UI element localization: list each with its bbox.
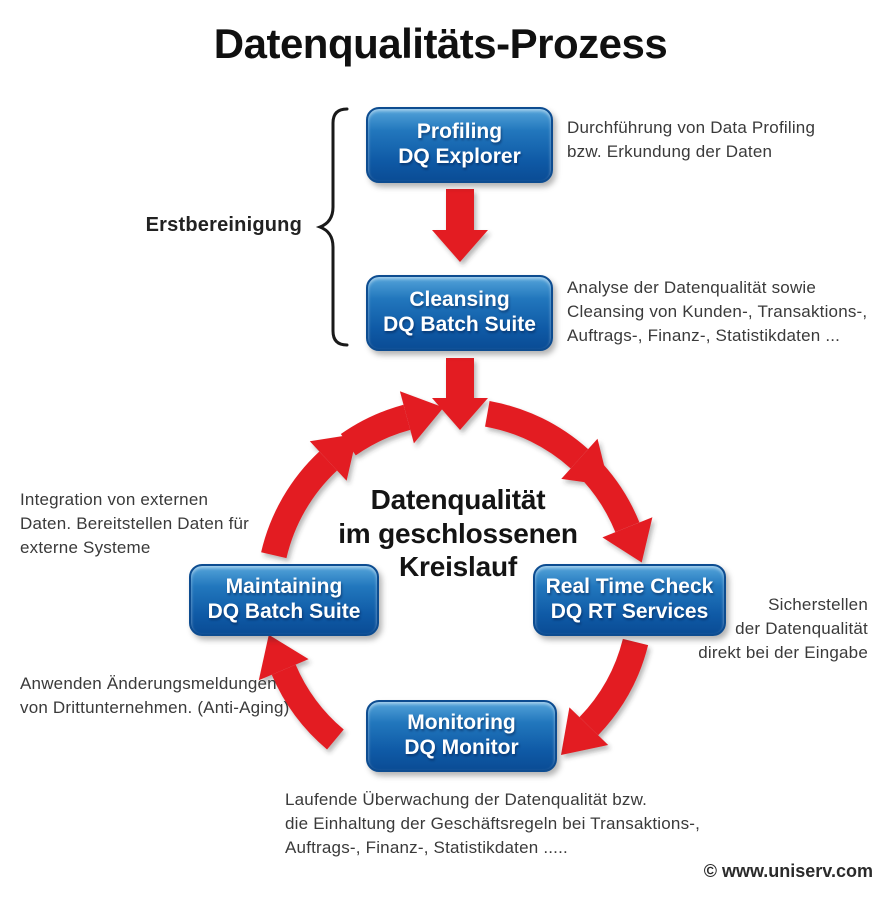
cycle-arc-right-icon [583,463,640,533]
erstbereinigung-label: Erstbereinigung [145,214,302,236]
cycle-arc-upper-left-icon [340,404,411,456]
arrow-down-profiling-to-cleansing-icon [432,189,488,262]
page-title: Datenqualitäts-Prozess [213,20,668,67]
arrow-down-cleansing-to-cycle-icon [432,358,488,430]
erstbereinigung-brace [315,107,349,347]
cycle-arc-lower-right-icon [579,638,649,736]
process-box-monitoring: Monitoring DQ Monitor [366,700,557,772]
process-box-title: Profiling [416,120,503,144]
process-box-title: Monitoring [407,711,516,735]
process-box-cleansing: Cleansing DQ Batch Suite [366,275,553,351]
cycle-arrowhead-left-icon [309,433,358,481]
process-box-title: Real Time Check [545,575,714,599]
copyright-text: © www.uniserv.com [703,861,873,881]
process-box-subtitle: DQ Explorer [398,145,521,168]
process-box-title: Cleansing [409,288,510,312]
process-box-profiling: Profiling DQ Explorer [366,107,553,183]
process-box-maintaining: Maintaining DQ Batch Suite [189,564,379,636]
note-real-time-check: Sicherstellen der Datenqualität direkt b… [698,595,868,663]
cycle-arrowhead-right-icon [602,517,653,563]
cycle-arc-upper-right-icon [484,400,589,469]
process-box-subtitle: DQ Batch Suite [207,600,361,623]
cycle-arrowhead-upper-left-icon [399,391,444,444]
cycle-arc-left-icon [261,451,338,559]
cycle-arrowhead-lower-left-icon [258,634,309,681]
cycle-arc-lower-left-icon [271,664,344,750]
process-box-subtitle: DQ Batch Suite [383,313,536,336]
note-maintaining: Integration von externen Daten. Bereitst… [20,490,250,558]
process-box-subtitle: DQ Monitor [404,736,519,759]
note-cleansing: Analyse der Datenqualität sowie Cleansin… [567,278,868,346]
note-anti-aging: Anwenden Änderungsmeldungen von Drittunt… [20,674,290,718]
cycle-arrowhead-lower-right-icon [561,707,609,755]
note-monitoring: Laufende Überwachung der Datenqualität b… [285,790,701,858]
note-profiling: Durchführung von Data Profiling bzw. Erk… [567,118,816,162]
process-box-real-time-check: Real Time Check DQ RT Services [533,564,726,636]
process-box-title: Maintaining [225,575,343,599]
red-arrows-group [258,189,653,755]
process-box-subtitle: DQ RT Services [550,600,709,623]
